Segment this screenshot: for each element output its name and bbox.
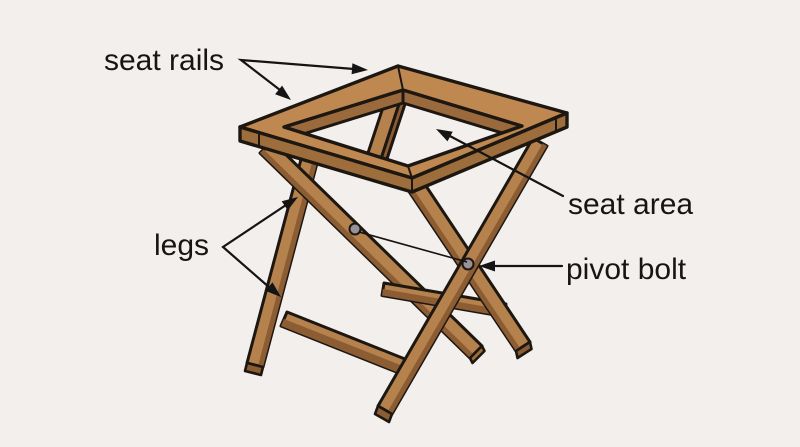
seat-rails-annotation <box>237 58 368 100</box>
arrowhead-leg-upper <box>281 197 298 211</box>
leg-back-left-shade <box>258 151 320 367</box>
legs-leader-lines <box>221 203 288 290</box>
seat-rails-leader-lines <box>237 58 356 92</box>
seat-area-leader-line <box>446 133 565 198</box>
stool-illustration <box>238 64 569 424</box>
arrowhead-seat-rail-left <box>275 85 291 100</box>
seat-frame <box>238 64 569 194</box>
legs-annotation <box>221 197 298 297</box>
leg-front-left-shade <box>260 149 474 358</box>
leg-front-left-endcap <box>468 344 486 365</box>
arrowhead-seat-rail-top <box>351 63 368 75</box>
pivot-bolt-annotation <box>358 231 564 272</box>
leg-back-right-foot <box>514 340 533 360</box>
seat-area-annotation <box>436 129 565 198</box>
miter-seam-back <box>397 65 404 91</box>
arrowhead-leg-lower <box>265 282 281 297</box>
label-legs: legs <box>154 229 209 262</box>
arrowhead-seat-area <box>436 129 453 142</box>
pivot-bolt-right <box>461 257 475 271</box>
label-pivot-bolt: pivot bolt <box>566 253 687 286</box>
label-seat-rails: seat rails <box>104 44 224 77</box>
pivot-bolt-link-line <box>358 231 468 263</box>
arrowhead-pivot-bolt <box>479 260 495 272</box>
leg-front-right-shade <box>387 143 547 414</box>
leg-front-right-foot <box>373 404 394 424</box>
pivot-bolt-left <box>348 222 362 236</box>
stretcher-front-shade <box>281 319 408 375</box>
annotations: seat rails seat area legs pivot bolt <box>104 44 693 297</box>
leg-back-left-foot <box>243 361 265 377</box>
label-seat-area: seat area <box>568 188 693 221</box>
miter-seam-front <box>407 165 413 179</box>
